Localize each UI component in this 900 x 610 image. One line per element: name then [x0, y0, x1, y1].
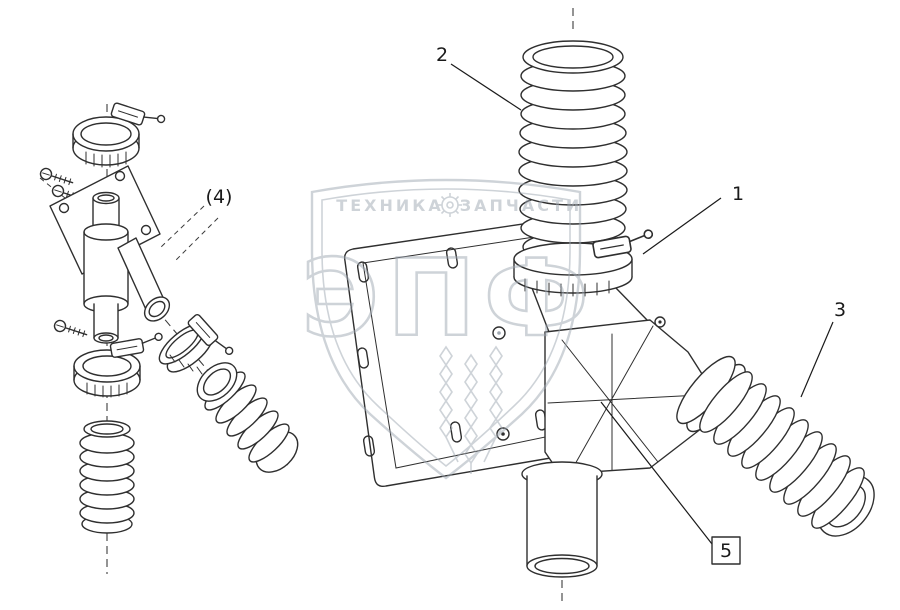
main-assembly: [343, 40, 875, 578]
callout-2: 2: [436, 44, 448, 66]
watermark-banner-right: ЗАПЧАСТИ: [460, 196, 583, 215]
watermark-banner-left: ТЕХНИКА: [336, 196, 443, 215]
callout-1: 1: [732, 183, 744, 205]
gear-icon: [438, 193, 462, 217]
callouts: 2 1 3 (4) 5: [206, 44, 846, 565]
hose-clamp-main: [513, 228, 656, 297]
hose-clamp-small-branch: [158, 311, 235, 375]
distributor-housing: [531, 286, 703, 475]
corrugated-hose-piece-branch: [196, 362, 299, 473]
hose-clamp-small-top: [72, 99, 167, 168]
watermark-brand: ЭПФ: [301, 237, 597, 360]
callout-3: 3: [834, 299, 846, 321]
callout-4: (4): [206, 186, 233, 208]
callout-5-box: [711, 536, 741, 565]
screw-icon: [38, 166, 76, 189]
corrugated-hose-right: [699, 371, 875, 537]
hose-clamp-small-middle: [73, 332, 165, 398]
shield-outline: [310, 178, 582, 480]
shield-inner-outline: [321, 188, 571, 468]
watermark: ТЕХНИКА ЗАПЧАСТИ ЭПФ: [300, 178, 597, 480]
fitting-kit-assembly: [38, 99, 299, 534]
callout-5: 5: [720, 540, 732, 562]
bottom-outlet-pipe: [521, 461, 603, 578]
wheat-ornament-icon: [439, 345, 503, 474]
screw-icon: [52, 318, 90, 341]
tee-connector: [83, 191, 171, 344]
corrugated-hose-top: [518, 40, 628, 263]
corrugated-hose-piece-vertical: [79, 420, 135, 534]
